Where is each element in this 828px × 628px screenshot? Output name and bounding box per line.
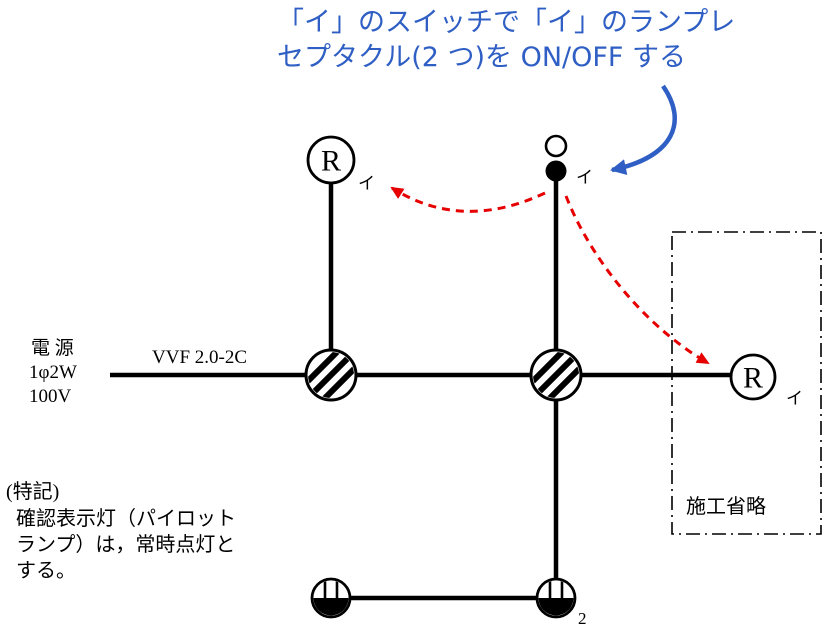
junction-box-hatch xyxy=(308,352,354,398)
outlet-count-label: 2 xyxy=(578,609,587,628)
lamp-receptacle-symbol xyxy=(306,135,356,185)
annotation-line-1: 「イ」のスイッチで「イ」のランプレ xyxy=(277,7,735,38)
power-source-label: 電 源 1φ2W 100V xyxy=(29,337,77,407)
outlet-right xyxy=(535,577,577,619)
power-source-line-2: 1φ2W xyxy=(29,362,77,383)
outlet-left xyxy=(310,577,352,619)
control-arrow-to-left-lamp xyxy=(390,186,546,213)
pilot-lamp-and-switch: イ xyxy=(544,134,593,187)
note-line-4: する。 xyxy=(16,560,76,582)
power-source-line-1: 電 源 xyxy=(31,337,74,359)
junction-box-hatch xyxy=(533,352,579,398)
circuit-wires xyxy=(110,170,731,601)
omission-label: 施工省略 xyxy=(686,495,766,518)
special-note: (特記) 確認表示灯（パイロット ランプ）は，常時点灯と する。 xyxy=(6,480,236,582)
lamp-receptacle-symbol xyxy=(729,353,777,401)
cable-label: VVF 2.0-2C xyxy=(152,347,247,368)
lamp-receptacle-right: R イ xyxy=(729,353,803,408)
control-arrow-to-right-lamp xyxy=(564,195,710,365)
junction-box-left xyxy=(304,348,358,402)
lamp-receptacle-letter: R xyxy=(743,362,763,395)
callout-arrow xyxy=(610,84,677,175)
note-line-3: ランプ）は，常時点灯と xyxy=(16,533,235,556)
annotation-line-2: セプタクル(2 つ)を ON/OFF する xyxy=(277,42,686,73)
power-source-line-3: 100V xyxy=(29,386,72,407)
junction-box-right xyxy=(529,348,583,402)
note-line-2: 確認表示灯（パイロット xyxy=(16,507,236,530)
lamp-receptacle-letter: R xyxy=(321,145,341,178)
outlet-detail xyxy=(538,580,574,616)
lamp-receptacle-top: R イ xyxy=(306,135,375,193)
note-line-1: (特記) xyxy=(6,480,59,503)
annotation-text: 「イ」のスイッチで「イ」のランプレ セプタクル(2 つ)を ON/OFF する xyxy=(277,7,735,73)
lamp-receptacle-label: イ xyxy=(358,174,375,193)
omission-boundary-box xyxy=(671,231,822,535)
lamp-receptacle-label: イ xyxy=(786,389,803,408)
switch-label: イ xyxy=(576,168,593,187)
outlet-detail xyxy=(313,580,349,616)
pilot-lamp-symbol xyxy=(544,134,568,158)
switch-symbol xyxy=(545,160,567,182)
